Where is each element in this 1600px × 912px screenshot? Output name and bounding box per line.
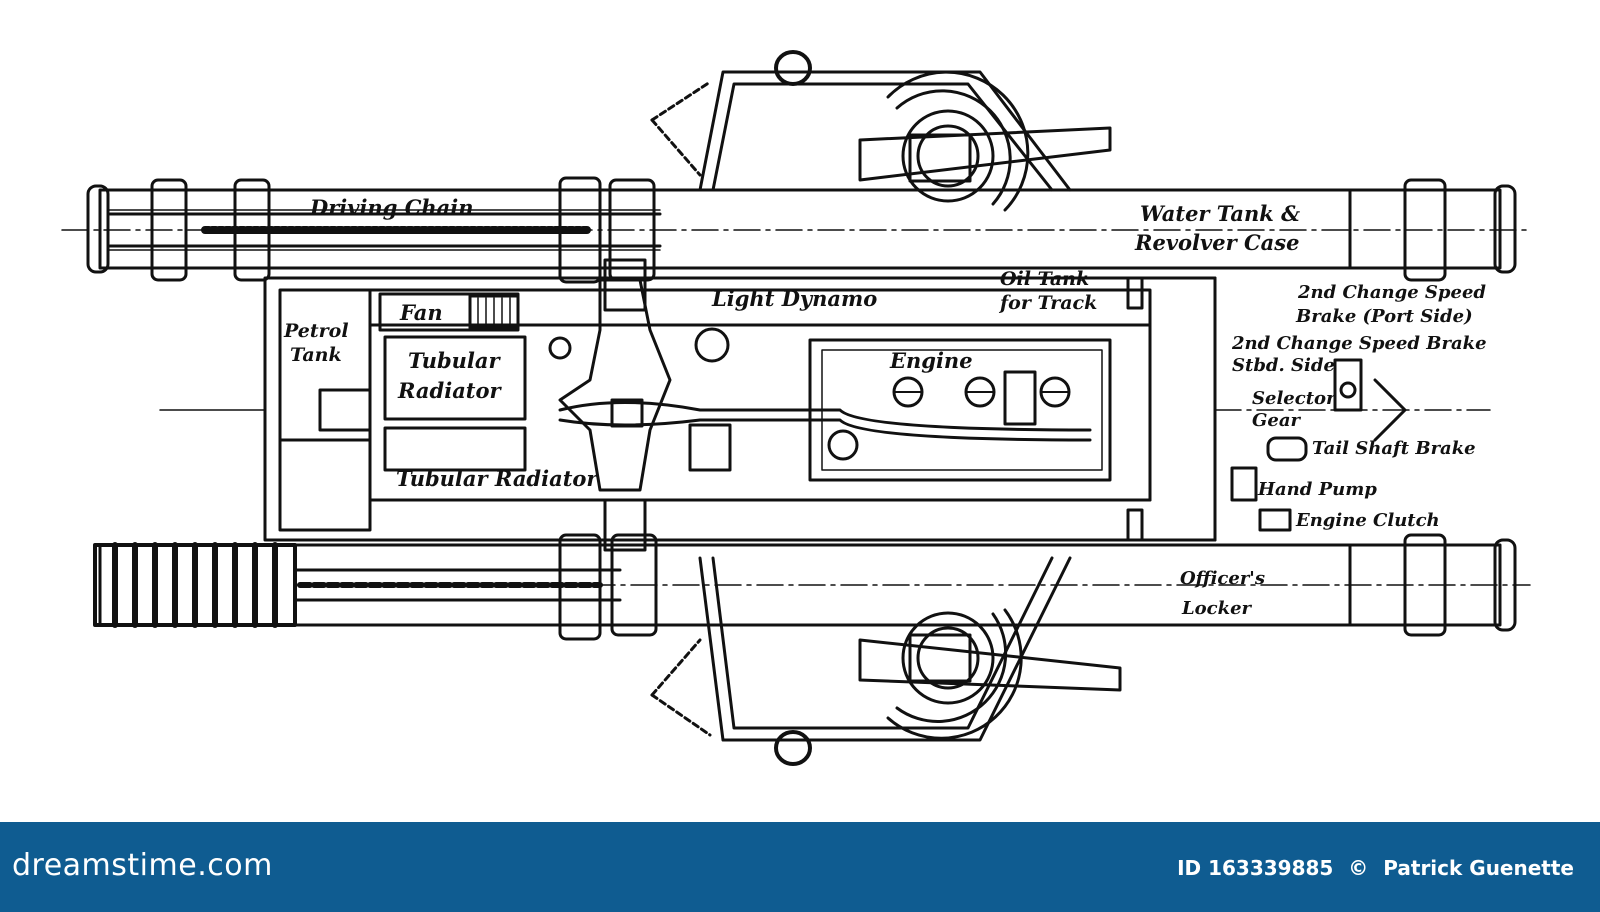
label-for-track: for Track	[1000, 292, 1098, 314]
label-brake-port-1: 2nd Change Speed	[1298, 282, 1487, 303]
label-gear: Gear	[1252, 410, 1300, 431]
label-selector: Selector	[1252, 388, 1336, 409]
label-tubular: Tubular	[408, 348, 500, 373]
label-brake-stbd-2: Stbd. Side	[1232, 355, 1335, 376]
label-brake-port-2: Brake (Port Side)	[1296, 306, 1473, 327]
label-revolver-case: Revolver Case	[1135, 230, 1300, 255]
label-hand-pump: Hand Pump	[1258, 479, 1377, 500]
author-name[interactable]: Patrick Guenette	[1383, 856, 1574, 880]
label-petrol: Petrol	[284, 320, 349, 342]
label-petrol-tank: Tank	[290, 344, 342, 366]
watermark-footer: dreamstime.com ID 163339885 © Patrick Gu…	[0, 822, 1600, 912]
tank-plan-diagram: Driving Chain Water Tank & Revolver Case…	[61, 50, 1531, 766]
label-locker: Locker	[1182, 598, 1252, 619]
hull-body	[159, 258, 1491, 552]
tank-plan-drawing	[61, 50, 1531, 766]
lower-sponson	[650, 556, 1122, 766]
image-id: ID 163339885	[1177, 856, 1334, 880]
label-engine: Engine	[890, 348, 973, 373]
label-officers: Officer's	[1180, 568, 1265, 589]
label-driving-chain: Driving Chain	[310, 195, 474, 220]
label-tail-shaft-brake: Tail Shaft Brake	[1312, 438, 1476, 459]
label-oil-tank: Oil Tank	[1000, 268, 1090, 290]
image-credit: ID 163339885 © Patrick Guenette	[1169, 856, 1574, 880]
label-tubular-radiator-bottom: Tubular Radiator	[396, 466, 598, 491]
label-radiator: Radiator	[398, 378, 501, 403]
copyright-symbol: ©	[1348, 856, 1369, 880]
brand-logo-text[interactable]: dreamstime.com	[12, 848, 273, 883]
upper-sponson	[650, 50, 1112, 212]
label-fan: Fan	[400, 300, 443, 325]
label-water-tank: Water Tank &	[1140, 201, 1301, 226]
lower-track-frame	[93, 533, 1531, 641]
label-brake-stbd-1: 2nd Change Speed Brake	[1232, 333, 1487, 354]
label-engine-clutch: Engine Clutch	[1296, 510, 1440, 531]
label-light-dynamo: Light Dynamo	[712, 286, 878, 311]
upper-track-frame	[61, 176, 1531, 284]
